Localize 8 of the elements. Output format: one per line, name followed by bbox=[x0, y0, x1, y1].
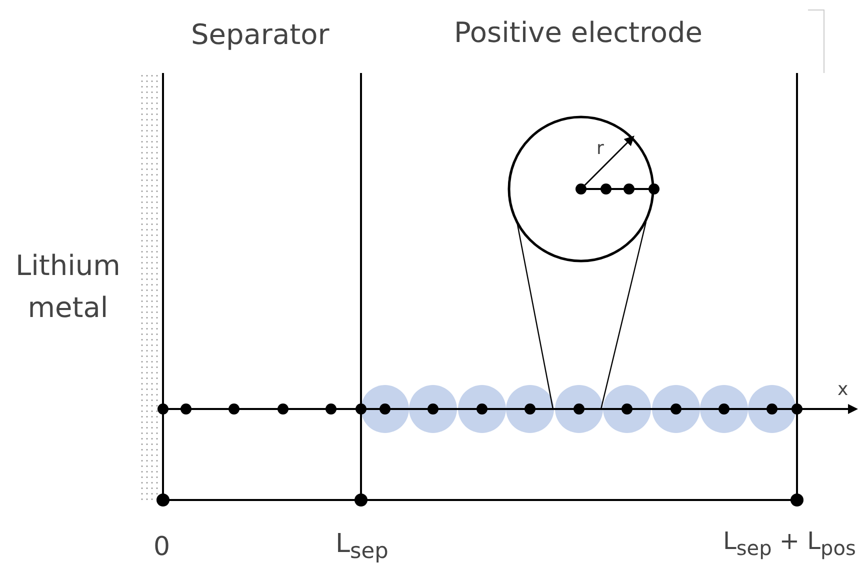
region-label: Lithium metal bbox=[14, 248, 122, 326]
axis-label: x bbox=[838, 379, 848, 401]
variable-label: r bbox=[596, 138, 604, 160]
axis-tick-label: L$_{sep}$ + L$_{pos}$ bbox=[723, 526, 856, 560]
axis-tick-label: L$_{sep}$ bbox=[336, 529, 388, 566]
axis-tick-label: 0 bbox=[154, 532, 170, 563]
region-heading: Separator bbox=[191, 18, 330, 52]
region-heading: Positive electrode bbox=[454, 16, 702, 50]
